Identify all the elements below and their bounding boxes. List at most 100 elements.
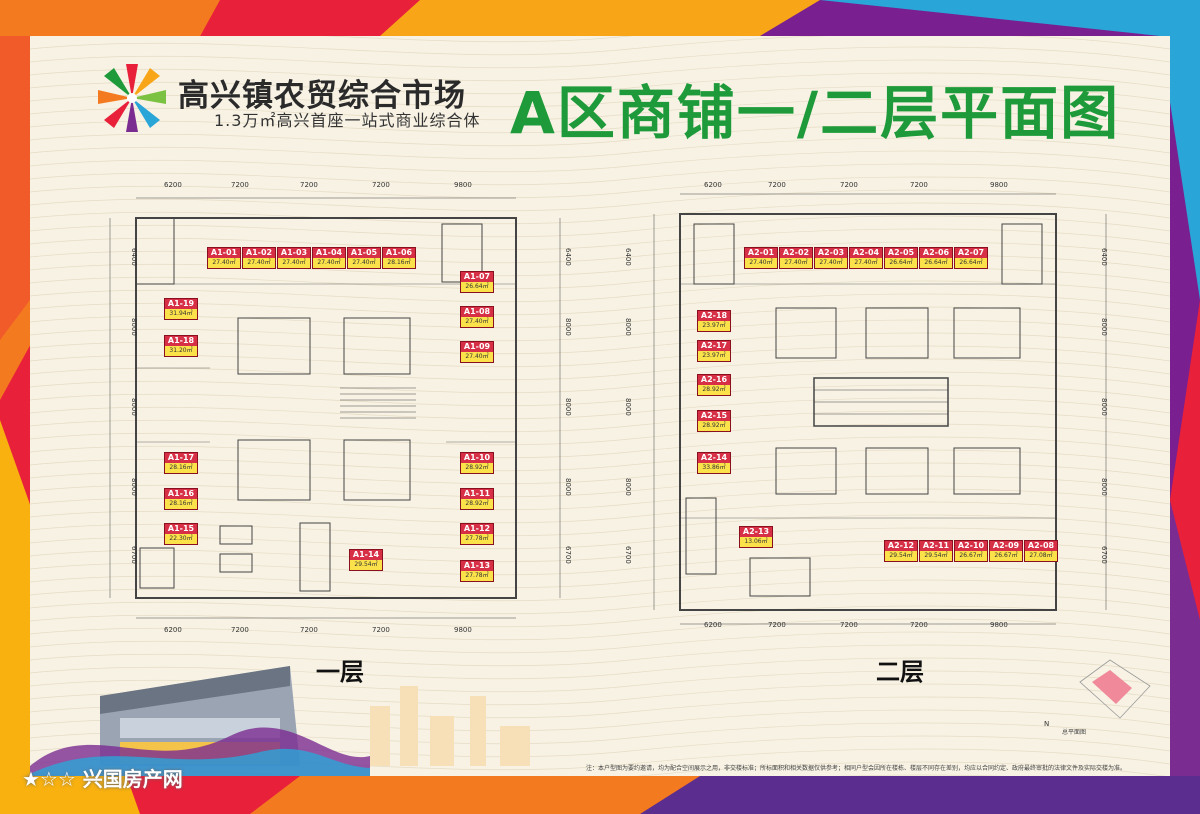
floor2-dim-bottom: 7200 (910, 621, 928, 629)
floor1-dim-left: 6400 (130, 248, 138, 266)
unit-id: A1-02 (245, 248, 273, 257)
unit-area: 27.40㎡ (243, 258, 275, 268)
unit-id: A2-08 (1027, 541, 1055, 550)
floor2-dim-top: 7200 (768, 181, 786, 189)
unit-area: 27.40㎡ (461, 317, 493, 327)
unit-id: A1-07 (463, 272, 491, 281)
unit-area: 27.40㎡ (461, 352, 493, 362)
floor1-dim-left: 8000 (130, 478, 138, 496)
unit-area: 26.64㎡ (461, 282, 493, 292)
unit-id: A1-04 (315, 248, 343, 257)
unit-id: A2-07 (957, 248, 985, 257)
unit-area: 31.94㎡ (165, 309, 197, 319)
floor1-dim-right: 8000 (564, 318, 572, 336)
unit-id: A2-04 (852, 248, 880, 257)
unit-area: 27.40㎡ (850, 258, 882, 268)
unit-area: 27.40㎡ (815, 258, 847, 268)
unit-area: 27.40㎡ (348, 258, 380, 268)
unit-area: 27.40㎡ (780, 258, 812, 268)
unit-area: 28.92㎡ (698, 385, 730, 395)
unit-id: A1-11 (463, 489, 491, 498)
unit-id: A2-06 (922, 248, 950, 257)
unit-area: 27.78㎡ (461, 534, 493, 544)
unit-area: 29.54㎡ (920, 551, 952, 561)
wave-pattern (30, 36, 1170, 776)
floor2-dim-right: 8000 (1100, 318, 1108, 336)
floor1-dim-top: 7200 (372, 181, 390, 189)
floor1-dim-left: 8000 (130, 398, 138, 416)
floor1-dim-top: 6200 (164, 181, 182, 189)
floor2-dim-top: 6200 (704, 181, 722, 189)
floor2-dim-bottom: 7200 (840, 621, 858, 629)
floor1-label: 一层 (316, 658, 364, 686)
unit-id: A1-13 (463, 561, 491, 570)
unit-id: A2-02 (782, 248, 810, 257)
unit-area: 26.64㎡ (920, 258, 952, 268)
floor1-plan (100, 178, 580, 638)
unit-area: 26.64㎡ (955, 258, 987, 268)
unit-id: A1-19 (167, 299, 195, 308)
storefront-illustration (30, 666, 530, 776)
floor2-dim-bottom: 9800 (990, 621, 1008, 629)
unit-area: 28.92㎡ (698, 421, 730, 431)
unit-area: 13.06㎡ (740, 537, 772, 547)
unit-id: A2-17 (700, 341, 728, 350)
site-plan-icon (1079, 659, 1151, 719)
unit-area: 29.54㎡ (350, 560, 382, 570)
unit-id: A2-05 (887, 248, 915, 257)
floor1-dim-bottom: 6200 (164, 626, 182, 634)
floor2-dim-right: 8000 (1100, 398, 1108, 416)
floor2-dim-bottom: 7200 (768, 621, 786, 629)
unit-area: 27.40㎡ (313, 258, 345, 268)
site-plan-label: 总平面图 (1062, 729, 1087, 736)
unit-area: 28.16㎡ (165, 463, 197, 473)
north-arrow: N (1044, 720, 1050, 728)
unit-id: A1-15 (167, 524, 195, 533)
unit-area: 29.54㎡ (885, 551, 917, 561)
unit-id: A1-10 (463, 453, 491, 462)
floor2-dim-left: 6400 (624, 248, 632, 266)
unit-id: A2-13 (742, 527, 770, 536)
unit-id: A1-05 (350, 248, 378, 257)
unit-id: A2-09 (992, 541, 1020, 550)
floor2-dim-top: 9800 (990, 181, 1008, 189)
